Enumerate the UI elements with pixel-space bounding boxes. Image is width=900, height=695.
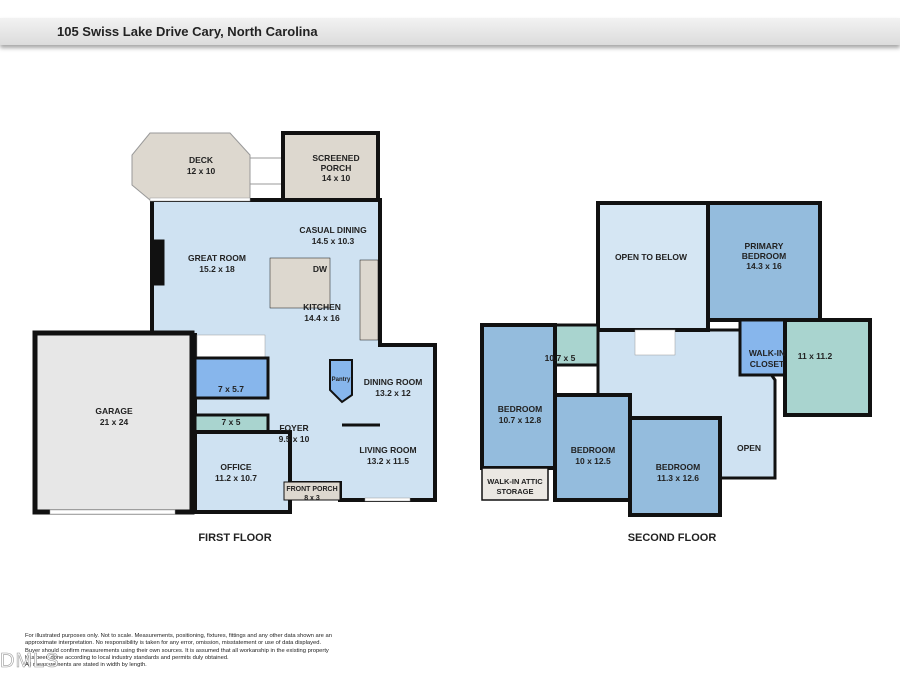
room-size: 7 x 5 — [222, 417, 241, 427]
room-size: 10 x 12.5 — [575, 456, 611, 466]
walk-in-closet — [738, 318, 787, 377]
room-size: 11 x 11.2 — [798, 351, 833, 361]
room-name: OFFICE — [220, 462, 251, 472]
room-size: 14.4 x 16 — [304, 313, 340, 323]
primary-bedroom — [706, 201, 822, 322]
kitchen-counter — [269, 257, 331, 309]
pantry — [329, 359, 353, 404]
room-name: Pantry — [332, 377, 351, 383]
room-name: PORCH — [321, 163, 352, 173]
front-porch — [283, 481, 341, 501]
screened-porch — [281, 131, 380, 202]
room-name: FRONT PORCH — [286, 486, 337, 493]
room-size: 13.2 x 11.5 — [367, 456, 409, 466]
room-name: OPEN TO BELOW — [615, 252, 688, 262]
header-bar: 105 Swiss Lake Drive Cary, North Carolin… — [0, 18, 900, 45]
room-size: 12 x 10 — [187, 166, 216, 176]
open-to-below — [596, 201, 710, 332]
room-size: 15.2 x 18 — [199, 264, 235, 274]
fireplace — [151, 239, 165, 286]
hall-stairs — [634, 329, 676, 356]
office — [193, 430, 292, 514]
first-floor-label: FIRST FLOOR — [198, 532, 271, 544]
disclaimer-line: approximate interpretation. No responsib… — [25, 640, 322, 647]
room-size: 11.2 x 10.7 — [215, 473, 257, 483]
room-size: 14.5 x 10.3 — [312, 236, 355, 246]
room-name: CASUAL DINING — [299, 225, 367, 235]
room-name: DINING ROOM — [364, 377, 423, 387]
room-name: STORAGE — [497, 487, 534, 496]
room-size: 13.2 x 12 — [375, 388, 411, 398]
room-size: 10.7 x 12.8 — [499, 415, 542, 425]
garage — [32, 330, 195, 515]
room-name: SCREENED — [312, 153, 359, 163]
room-size: 7 x 5.7 — [218, 384, 244, 394]
attic-storage — [481, 467, 549, 501]
room-name: KITCHEN — [303, 302, 341, 312]
laundry — [193, 356, 270, 400]
room-size: 14 x 10 — [322, 173, 351, 183]
bedroom-4 — [628, 416, 722, 517]
second-floor-plan — [480, 201, 872, 517]
disclaimer-line: has been done according to local industr… — [25, 654, 229, 661]
watermark-logo: DMLS — [0, 650, 60, 673]
disclaimer: For illustrated purposes only. Not to sc… — [25, 633, 355, 669]
dishwasher-label: DW — [313, 264, 328, 274]
kitchen-island — [359, 259, 379, 341]
room-name: FOYER — [279, 423, 308, 433]
primary-bath — [783, 318, 872, 417]
room-name: BEDROOM — [742, 251, 786, 261]
room-name: GREAT ROOM — [188, 253, 246, 263]
room-name: DECK — [189, 155, 214, 165]
disclaimer-line: Buyer should confirm measurements using … — [25, 647, 329, 654]
room-size: 11.3 x 12.6 — [657, 473, 699, 483]
room-name: OPEN — [737, 443, 761, 453]
room-name: LIVING ROOM — [359, 445, 416, 455]
address-title: 105 Swiss Lake Drive Cary, North Carolin… — [57, 24, 318, 39]
room-name: BEDROOM — [656, 462, 700, 472]
room-name: GARAGE — [95, 406, 133, 416]
room-size: 21 x 24 — [100, 417, 129, 427]
disclaimer-line: For illustrated purposes only. Not to sc… — [25, 633, 332, 639]
first-floor-plan — [32, 131, 437, 515]
room-name: BEDROOM — [498, 404, 542, 414]
bedroom-3 — [553, 393, 632, 502]
room-name: BEDROOM — [571, 445, 615, 455]
room-size: 8 x 3 — [304, 495, 320, 502]
room-name: PRIMARY — [745, 241, 784, 251]
room-name: WALK-IN ATTIC — [487, 477, 543, 486]
deck-steps — [249, 157, 284, 185]
stairs — [196, 334, 266, 358]
room-size: 9.5 x 10 — [279, 434, 310, 444]
room-size: 14.3 x 16 — [746, 261, 782, 271]
room-name: WALK-IN — [749, 348, 785, 358]
disclaimer-line: All measurements are stated in width by … — [25, 662, 147, 669]
room-name: CLOSET — [750, 359, 785, 369]
second-floor-label: SECOND FLOOR — [628, 532, 717, 544]
room-size: 10.7 x 5 — [545, 353, 576, 363]
bedroom-2 — [480, 323, 557, 470]
